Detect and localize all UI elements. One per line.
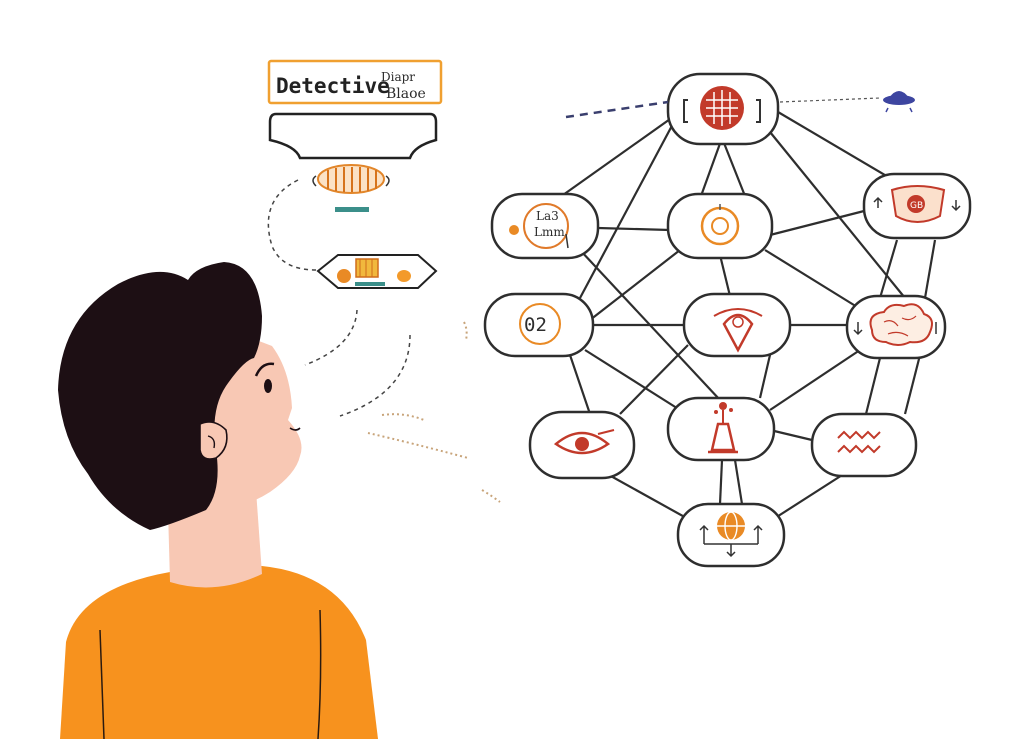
- wave-icon: [837, 430, 881, 454]
- node-left-mid: [483, 292, 595, 358]
- gem-icon: [316, 254, 438, 289]
- incoming-dashed-line: [565, 97, 881, 119]
- orange-shirt: [60, 566, 378, 739]
- ufo-icon: [883, 91, 915, 113]
- network-edges: [562, 111, 937, 521]
- mask-icon: GB: [873, 185, 961, 223]
- hair: [58, 262, 262, 530]
- cloud-brain-icon: [853, 303, 937, 346]
- title-side-line2: Blaoe: [386, 86, 426, 102]
- title-main: Detective: [276, 74, 390, 98]
- barrel-icon: [312, 164, 390, 212]
- node-center-top: [666, 192, 774, 260]
- digit-icon: 02: [519, 303, 561, 345]
- node-left-top-text-2: Lmm: [534, 225, 565, 239]
- brain-icon: [683, 86, 761, 130]
- banner-shape: [268, 112, 438, 160]
- node-left-mid-text: 02: [524, 314, 547, 336]
- eye-icon: [553, 429, 615, 455]
- clock-icon: La3 Lmm: [509, 203, 569, 249]
- person-illustration: [58, 262, 378, 739]
- globe-arrows-icon: [699, 511, 763, 558]
- title-side-line1: Diapr: [381, 70, 415, 84]
- flow-lines: [267, 179, 411, 417]
- candle-icon: [708, 402, 738, 454]
- scribble-lines: [367, 321, 501, 503]
- title-card: Detective Diapr Blaoe: [267, 59, 443, 105]
- node-left-top-text-1: La3: [536, 209, 559, 223]
- node-right-low: [810, 412, 918, 478]
- node-left-top: [490, 192, 600, 260]
- svg-text:GB: GB: [910, 201, 923, 211]
- circle-target-icon: [700, 204, 740, 246]
- location-pin-icon: [713, 308, 763, 353]
